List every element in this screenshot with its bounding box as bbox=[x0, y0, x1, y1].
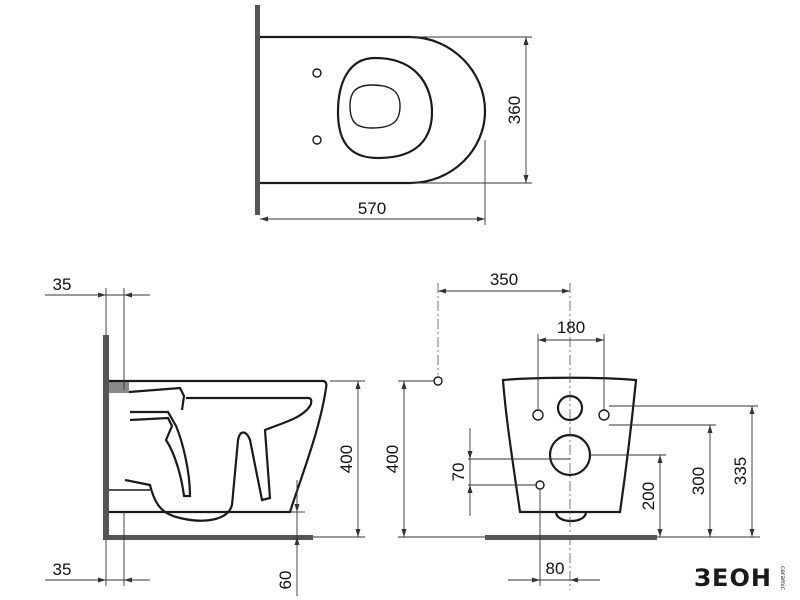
rear-center-offset-arrow-left bbox=[438, 288, 446, 294]
side-offset-bottom-arrow-right bbox=[124, 577, 132, 583]
side-offset-top-arrow-right bbox=[124, 292, 132, 298]
side-height-arrow-top bbox=[355, 381, 361, 389]
rear-outlet-width-arrow-right bbox=[570, 577, 578, 583]
rear-lower-gap-arrow-bottom bbox=[467, 485, 473, 493]
side-view-bowl-inner bbox=[124, 396, 313, 522]
side-offset-top-arrow-left bbox=[98, 292, 106, 298]
side-floor-gap-arrow-bottom bbox=[294, 537, 300, 545]
rear-bolt-spacing-label: 180 bbox=[557, 318, 585, 337]
rear-outlet-height-arrow-top bbox=[657, 455, 663, 463]
top-width-arrow-bottom bbox=[523, 175, 529, 183]
rear-bolt-height-arrow-bottom bbox=[749, 529, 755, 537]
top-view-wall bbox=[255, 5, 260, 215]
top-width-arrow-top bbox=[523, 37, 529, 45]
rear-view-outlet-bottom bbox=[554, 511, 588, 523]
rear-lower-gap-arrow-top bbox=[467, 451, 473, 459]
side-view-bowl-outline bbox=[109, 379, 328, 514]
rear-pipe-height-arrow-top bbox=[401, 381, 407, 389]
top-view-bolt-hole-upper bbox=[312, 68, 322, 78]
rear-pipe-height-arrow-bottom bbox=[401, 529, 407, 537]
side-height-arrow-bottom bbox=[355, 529, 361, 537]
top-view-seat-opening bbox=[336, 56, 434, 160]
side-floor-gap-label: 60 bbox=[276, 571, 295, 590]
side-offset-bottom-label: 35 bbox=[53, 560, 72, 579]
top-length-label: 570 bbox=[358, 199, 386, 218]
side-offset-top-label: 35 bbox=[53, 275, 72, 294]
rear-outlet-height-label: 200 bbox=[639, 482, 658, 510]
brand-logo: ЗЕОН ceramic bbox=[694, 564, 786, 592]
side-height-label: 400 bbox=[337, 445, 356, 473]
brand-logo-text: ЗЕОН bbox=[694, 564, 772, 592]
rear-bolt-spacing-arrow-left bbox=[538, 337, 546, 343]
side-view-rim bbox=[128, 386, 186, 411]
side-view-trap bbox=[129, 410, 192, 498]
rear-bolt-height-arrow-top bbox=[749, 406, 755, 414]
rear-inlet-height-arrow-top bbox=[707, 425, 713, 433]
side-offset-bottom-arrow-left bbox=[98, 577, 106, 583]
top-width-label: 360 bbox=[505, 96, 524, 124]
rear-bolt-spacing-arrow-right bbox=[596, 337, 604, 343]
rear-center-offset-label: 350 bbox=[490, 270, 518, 289]
rear-view-bolt-right bbox=[598, 409, 610, 421]
rear-pipe-height-label: 400 bbox=[383, 445, 402, 473]
rear-center-offset-arrow-right bbox=[562, 288, 570, 294]
rear-view: 350 180 400 70 200 300 bbox=[383, 270, 760, 590]
rear-inlet-height-label: 300 bbox=[689, 467, 708, 495]
side-view-wall bbox=[103, 335, 109, 540]
rear-lower-gap-label: 70 bbox=[449, 463, 468, 482]
side-view: 35 35 400 60 bbox=[45, 275, 365, 596]
side-floor-gap-arrow-top bbox=[294, 504, 300, 512]
rear-view-bolt-left bbox=[532, 409, 544, 421]
side-view-floor bbox=[103, 535, 313, 540]
top-view: 570 360 bbox=[255, 5, 532, 225]
rear-outlet-width-arrow-left bbox=[532, 577, 540, 583]
top-view-inner-bowl bbox=[349, 84, 401, 129]
top-length-arrow-right bbox=[477, 216, 485, 222]
rear-bolt-height-label: 335 bbox=[731, 457, 750, 485]
brand-logo-subtext: ceramic bbox=[779, 566, 786, 590]
rear-view-floor bbox=[485, 535, 657, 540]
rear-view-bowl-outline bbox=[501, 376, 638, 514]
top-view-bowl-outline bbox=[260, 35, 487, 185]
rear-inlet-height-arrow-bottom bbox=[707, 529, 713, 537]
rear-view-lower-point bbox=[535, 480, 545, 490]
side-view-mount-block bbox=[109, 381, 129, 393]
top-view-bolt-hole-lower bbox=[312, 135, 322, 145]
top-length-arrow-left bbox=[260, 216, 268, 222]
rear-view-supply-point bbox=[433, 376, 443, 386]
rear-outlet-width-label: 80 bbox=[546, 559, 565, 578]
rear-outlet-height-arrow-bottom bbox=[657, 529, 663, 537]
